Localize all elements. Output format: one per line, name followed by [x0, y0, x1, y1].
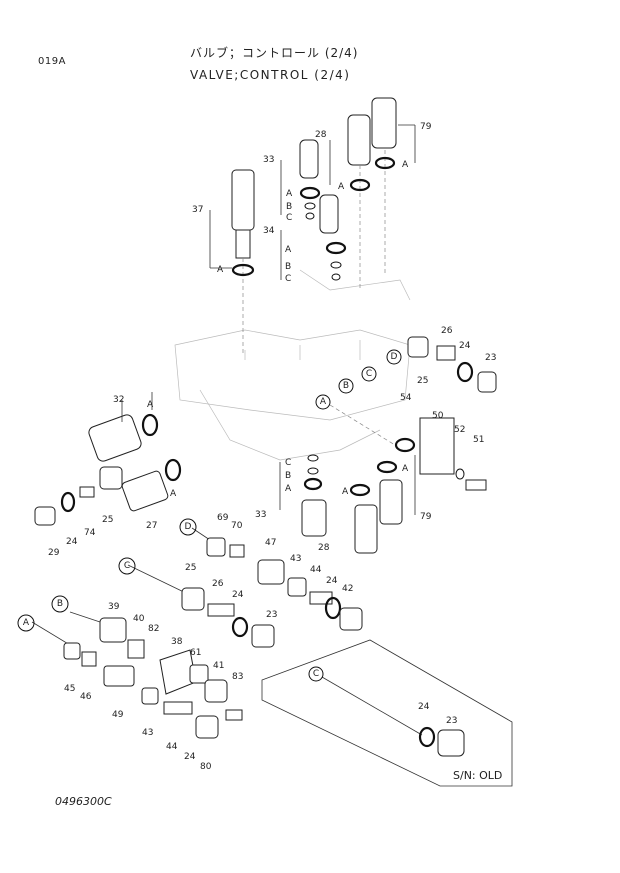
callout-25-right: 25 — [417, 376, 428, 386]
title-english: VALVE;CONTROL (2/4) — [190, 68, 351, 82]
ref-c-inset: C — [313, 669, 319, 679]
callout-80: 80 — [200, 762, 212, 772]
label-a-right: A — [285, 484, 292, 494]
callout-52: 52 — [454, 425, 465, 435]
page-code: 019A — [38, 56, 66, 67]
ref-b-bottom: B — [57, 599, 63, 609]
ref-circles — [17, 349, 402, 682]
callout-45: 45 — [64, 684, 75, 694]
callout-46: 46 — [80, 692, 92, 702]
callout-33-right: 33 — [255, 510, 266, 520]
callout-24-inset: 24 — [418, 702, 430, 712]
callout-41: 41 — [213, 661, 224, 671]
callout-23-right: 23 — [485, 353, 496, 363]
callout-70: 70 — [231, 521, 243, 531]
callout-79-right: 79 — [420, 512, 432, 522]
callout-27: 27 — [146, 521, 157, 531]
label-b-right: B — [285, 471, 291, 481]
label-c-right: C — [285, 458, 291, 468]
label-b-34: B — [285, 262, 291, 272]
callout-33-top: 33 — [263, 155, 274, 165]
callout-43-mid: 43 — [290, 554, 301, 564]
callout-24-bottom: 24 — [232, 590, 244, 600]
callout-83: 83 — [232, 672, 243, 682]
label-c-33: C — [286, 213, 292, 223]
callout-44-bottom: 44 — [166, 742, 178, 752]
callout-51: 51 — [473, 435, 484, 445]
ref-c-bottom: C — [124, 561, 130, 571]
callout-40: 40 — [133, 614, 145, 624]
callout-25-left: 25 — [102, 515, 113, 525]
label-a-79-right: A — [402, 464, 409, 474]
callout-44-mid: 44 — [310, 565, 322, 575]
callout-43-bottom: 43 — [142, 728, 153, 738]
plunger-28 — [347, 97, 397, 290]
callout-37: 37 — [192, 205, 203, 215]
inset-box — [261, 639, 513, 787]
plunger-33 — [299, 139, 339, 234]
bottom-cluster — [31, 527, 363, 739]
ref-d-bottom: D — [185, 522, 192, 532]
callout-24-bottom2: 24 — [184, 752, 196, 762]
spool-37 — [231, 169, 255, 355]
ref-d: D — [391, 352, 398, 362]
title-japanese: バルブ；コントロール (2/4) — [190, 46, 359, 60]
label-a-37: A — [217, 265, 224, 275]
serial-note: S/N: OLD — [453, 769, 503, 782]
label-b-33: B — [286, 202, 292, 212]
callout-28-right: 28 — [318, 543, 330, 553]
callout-24-left: 24 — [66, 537, 78, 547]
ref-a-bottom: A — [23, 618, 30, 628]
left-cluster — [34, 392, 182, 526]
callout-28-top: 28 — [315, 130, 327, 140]
callout-23-inset: 23 — [446, 716, 457, 726]
callout-61: 61 — [190, 648, 201, 658]
callout-50: 50 — [432, 411, 444, 421]
label-a-28: A — [338, 182, 345, 192]
callout-24-mid: 24 — [326, 576, 338, 586]
label-a-34: A — [285, 245, 292, 255]
callout-54: 54 — [400, 393, 412, 403]
callout-49: 49 — [112, 710, 124, 720]
callout-34: 34 — [263, 226, 275, 236]
ref-c: C — [366, 369, 372, 379]
callout-82: 82 — [148, 624, 159, 634]
callout-79-top: 79 — [420, 122, 432, 132]
label-a-79: A — [402, 160, 409, 170]
callout-39: 39 — [108, 602, 120, 612]
callout-47: 47 — [265, 538, 276, 548]
ref-b: B — [343, 381, 349, 391]
label-a-33: A — [286, 189, 293, 199]
label-a-27: A — [170, 489, 177, 499]
top-leaders — [209, 124, 416, 280]
callout-26-bottom: 26 — [212, 579, 224, 589]
callout-74: 74 — [84, 528, 96, 538]
valve-body-outline — [174, 269, 411, 461]
label-c-34: C — [285, 274, 291, 284]
right-cluster — [279, 336, 497, 554]
label-a-28-right: A — [342, 487, 349, 497]
document-number: 0496300C — [55, 795, 112, 808]
callout-23-bottom: 23 — [266, 610, 277, 620]
callout-38: 38 — [171, 637, 183, 647]
callout-69: 69 — [217, 513, 229, 523]
ref-a: A — [320, 397, 327, 407]
callout-42: 42 — [342, 584, 353, 594]
label-a-32: A — [147, 400, 154, 410]
callout-25-bottom: 25 — [185, 563, 196, 573]
callout-29: 29 — [48, 548, 60, 558]
callout-26-right: 26 — [441, 326, 453, 336]
callout-24-right: 24 — [459, 341, 471, 351]
callout-32: 32 — [113, 395, 124, 405]
